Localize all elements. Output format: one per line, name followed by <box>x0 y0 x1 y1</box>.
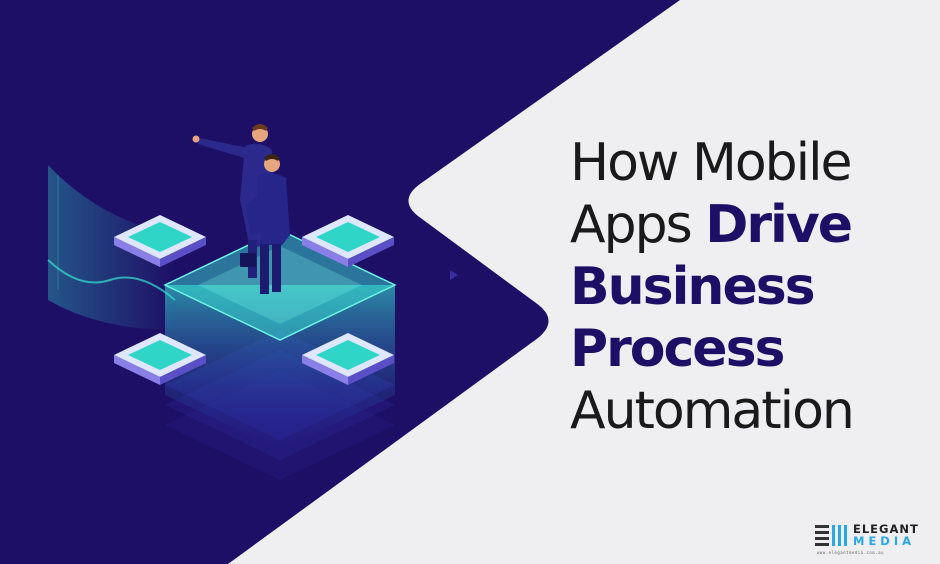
curtain-chart <box>47 165 176 330</box>
logo-tagline: www.elegantmedia.com.au <box>817 550 884 555</box>
navy-panel <box>0 0 680 564</box>
title-line-2-bold: Drive <box>705 195 853 255</box>
microchip-icon <box>114 215 394 385</box>
elegant-media-logo: ELEGANT MEDIA www.elegantmedia.com.au <box>815 522 930 558</box>
accent-triangle <box>450 270 458 280</box>
title-line-5: Automation <box>570 381 855 441</box>
businessmen-illustration <box>192 124 290 294</box>
logo-word-media: MEDIA <box>853 534 916 548</box>
title-line-1: How Mobile <box>570 133 853 193</box>
title-line-4: Process <box>570 319 785 379</box>
page-title: How Mobile Apps Drive Business Process A… <box>570 132 930 442</box>
gray-panel <box>228 0 940 564</box>
title-line-2-regular: Apps <box>570 195 706 255</box>
logo-word-elegant: ELEGANT <box>853 522 919 536</box>
logo-bars-icon <box>815 525 847 546</box>
title-line-3: Business <box>570 257 816 317</box>
